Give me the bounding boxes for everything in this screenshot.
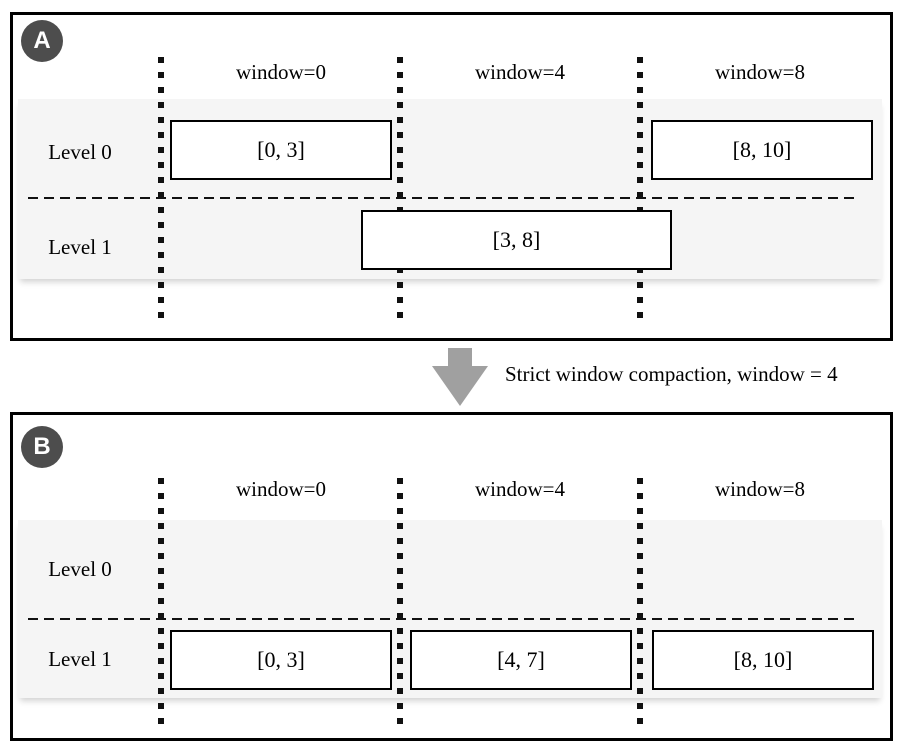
transition-caption: Strict window compaction, window = 4 — [505, 362, 838, 386]
interval-box: [0, 3] — [170, 630, 392, 690]
window-boundary-dotted-line — [158, 57, 164, 322]
column-header-window-8: window=8 — [714, 477, 805, 501]
down-arrow-shaft — [448, 348, 472, 368]
interval-box: [3, 8] — [361, 210, 672, 270]
panel-a-badge: A — [21, 20, 63, 62]
down-arrow-icon — [432, 348, 488, 406]
transition-row: Strict window compaction, window = 4 — [0, 341, 906, 412]
window-boundary-dotted-line — [397, 478, 403, 728]
column-header-window-4: window=4 — [474, 60, 565, 84]
column-header-window-0: window=0 — [235, 60, 326, 84]
panel-b-badge: B — [21, 426, 63, 468]
panel-b-after-compaction: B window=0 window=4 window=8 Level 0 Lev… — [10, 412, 893, 741]
column-header-window-8: window=8 — [714, 60, 805, 84]
interval-box: [4, 7] — [410, 630, 632, 690]
level-1-label: Level 1 — [48, 235, 112, 259]
level-0-label: Level 0 — [48, 557, 112, 581]
column-header-window-0: window=0 — [235, 477, 326, 501]
level-1-label: Level 1 — [48, 647, 112, 671]
window-boundary-dotted-line — [397, 57, 403, 322]
window-boundary-dotted-line — [637, 57, 643, 322]
level-divider-dashed-line — [28, 197, 858, 199]
level-0-label: Level 0 — [48, 140, 112, 164]
panel-a-before-compaction: A window=0 window=4 window=8 Level 0 Lev… — [10, 12, 893, 341]
column-header-window-4: window=4 — [474, 477, 565, 501]
down-arrow-head — [432, 366, 488, 406]
interval-box: [8, 10] — [652, 630, 874, 690]
interval-box: [8, 10] — [651, 120, 873, 180]
window-boundary-dotted-line — [637, 478, 643, 728]
window-boundary-dotted-line — [158, 478, 164, 728]
level-divider-dashed-line — [28, 618, 858, 620]
interval-box: [0, 3] — [170, 120, 392, 180]
